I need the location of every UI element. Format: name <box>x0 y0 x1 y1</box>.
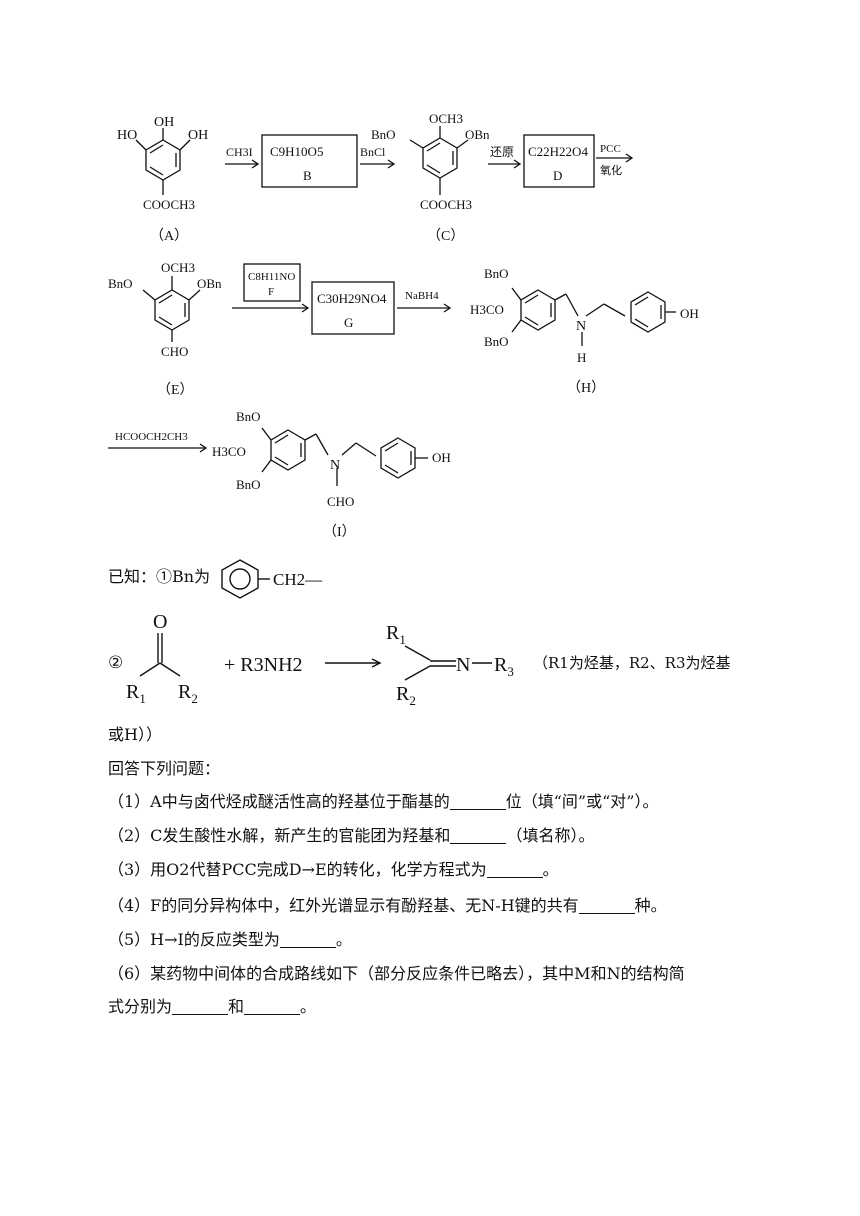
f-formula: C8H11NO <box>248 271 295 283</box>
prompt: 回答下列问题： <box>108 759 221 778</box>
a-ho: HO <box>117 128 137 143</box>
svg-text:O: O <box>153 611 167 633</box>
f-label: F <box>268 286 274 298</box>
i-label: （I） <box>323 524 356 540</box>
e-och3: OCH3 <box>161 260 195 275</box>
compound-a-ring <box>145 139 181 181</box>
a-oh-top: OH <box>154 115 174 130</box>
a-oh-right: OH <box>188 128 208 143</box>
step2-pcc: PCC <box>600 143 621 155</box>
b-label: B <box>303 168 312 183</box>
svg-text:R1: R1 <box>386 622 406 647</box>
i-bno-bottom: BnO <box>236 477 261 492</box>
i-cho: CHO <box>327 494 354 509</box>
i-oh: OH <box>432 450 451 465</box>
imine-reaction: O R1 R2 + R3NH2 R1 N R3 R2 <box>126 611 514 708</box>
question-1: （1）A中与卤代烃成醚活性高的羟基位于酯基的位（填“间”或“对”）。 <box>108 792 659 811</box>
c-obn: OBn <box>465 127 490 142</box>
step1-reagent2: BnCl <box>360 145 386 159</box>
svg-text:N: N <box>456 654 470 676</box>
compound-c-ring <box>422 137 458 179</box>
h-h3co: H3CO <box>470 302 504 317</box>
answer-blank-2[interactable] <box>450 827 507 844</box>
known-note-2: 或H）） <box>108 725 162 744</box>
i-bno-top: BnO <box>236 409 261 424</box>
svg-text:R3: R3 <box>494 654 514 679</box>
answer-blank-3[interactable] <box>486 861 543 878</box>
answer-blank-1[interactable] <box>449 793 506 810</box>
h-oh: OH <box>680 306 699 321</box>
a-cooch3: COOCH3 <box>143 197 195 212</box>
reagent-r3nh2: + R3NH2 <box>224 654 303 676</box>
h-bno-top: BnO <box>484 266 509 281</box>
d-label: D <box>553 168 562 183</box>
step1-reagent: CH3I <box>226 145 253 159</box>
svg-text:R1: R1 <box>126 681 146 706</box>
g-formula: C30H29NO4 <box>317 291 387 306</box>
d-formula: C22H22O4 <box>528 144 588 159</box>
i-n: N <box>330 458 340 473</box>
answer-blank-m[interactable] <box>172 998 229 1015</box>
compound-e-ring <box>154 289 190 331</box>
known-note-1: （R1为烃基，R2、R3为烃基 <box>533 654 731 672</box>
svg-text:R2: R2 <box>178 681 198 706</box>
b-formula: C9H10O5 <box>270 144 323 159</box>
known-reaction-number: ② <box>108 653 124 673</box>
c-och3: OCH3 <box>429 111 463 126</box>
question-4: （4）F的同分异构体中，红外光谱显示有酚羟基、无N-H键的共有种。 <box>108 896 667 915</box>
known-intro: 已知：①Bn为 <box>108 567 211 586</box>
c-bno: BnO <box>371 127 396 142</box>
g-label: G <box>344 315 353 330</box>
c-label: （C） <box>427 228 464 244</box>
compound-i-ring-2 <box>380 437 416 479</box>
step2-reagent: 还原 <box>490 145 514 159</box>
a-label: （A） <box>150 228 188 244</box>
compound-i-ring-1 <box>270 429 306 471</box>
answer-blank-5[interactable] <box>279 931 336 948</box>
bn-ch2: CH2— <box>273 570 323 589</box>
step2-oxidation: 氧化 <box>600 163 622 177</box>
answer-blank-4[interactable] <box>578 897 635 914</box>
i-h3co: H3CO <box>212 444 246 459</box>
compound-h-ring-2 <box>630 291 666 333</box>
question-3: （3）用O2代替PCC完成D→E的转化，化学方程式为。 <box>108 860 559 879</box>
svg-text:R2: R2 <box>396 683 416 708</box>
h-bno-bottom: BnO <box>484 334 509 349</box>
step4-reagent: HCOOCH2CH3 <box>115 431 188 443</box>
question-2: （2）C发生酸性水解，新产生的官能团为羟基和（填名称）。 <box>108 826 595 845</box>
bn-structure: CH2— <box>221 559 323 599</box>
h-label: （H） <box>567 380 605 396</box>
h-n: N <box>576 319 586 334</box>
step3-nabh4: NaBH4 <box>405 290 439 302</box>
e-cho: CHO <box>161 344 188 359</box>
e-label: （E） <box>157 382 194 398</box>
question-6-line-2: 式分别为和。 <box>108 997 317 1016</box>
h-h: H <box>577 350 586 365</box>
e-bno: BnO <box>108 276 133 291</box>
question-6-line-1: （6）某药物中间体的合成路线如下（部分反应条件已略去），其中M和N的结构简 <box>108 964 685 983</box>
answer-blank-n[interactable] <box>244 998 301 1015</box>
synthesis-scheme: HO OH OH COOCH3 （A） CH3I C9H10O5 B BnCl … <box>108 111 699 540</box>
question-5: （5）H→I的反应类型为。 <box>108 930 352 949</box>
c-cooch3: COOCH3 <box>420 197 472 212</box>
e-obn: OBn <box>197 276 222 291</box>
compound-h-ring-1 <box>520 289 556 331</box>
